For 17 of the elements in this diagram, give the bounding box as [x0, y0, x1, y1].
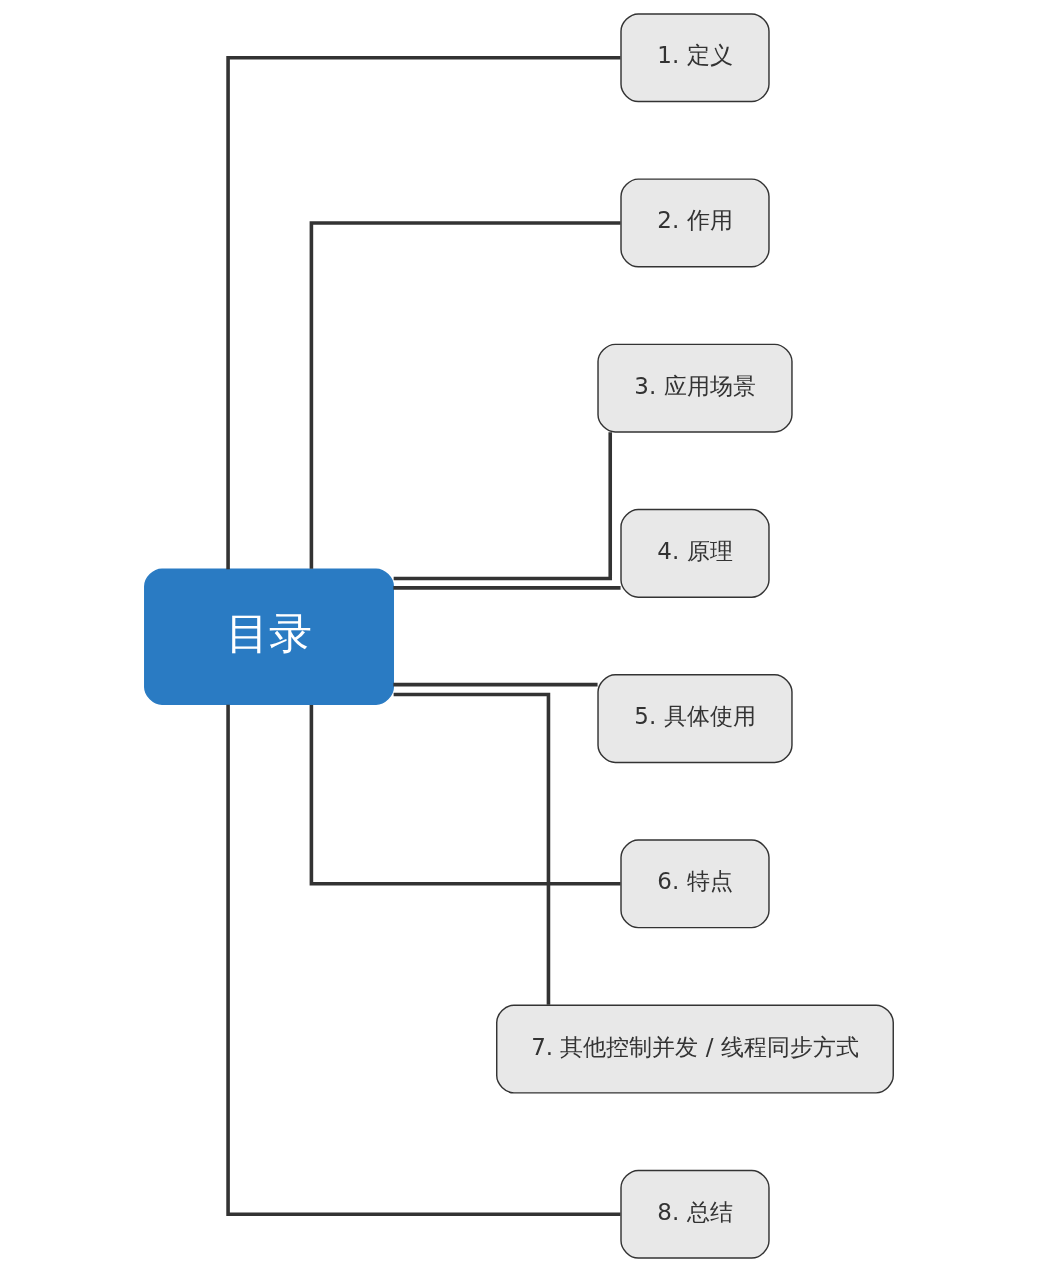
connector — [393, 692, 551, 1005]
node-box: 8. 总结 — [620, 1169, 770, 1259]
connector — [309, 704, 621, 886]
connector — [309, 221, 621, 569]
connector — [393, 432, 613, 581]
node-box: 3. 应用场景 — [597, 343, 793, 433]
node-box: 5. 具体使用 — [597, 674, 793, 764]
connector — [226, 55, 621, 570]
node-box: 1. 定义 — [620, 13, 770, 103]
connector — [393, 682, 598, 687]
connector — [393, 586, 621, 590]
node-box: 4. 原理 — [620, 508, 770, 598]
connector — [226, 704, 621, 1217]
node-box: 2. 作用 — [620, 178, 770, 268]
node-box: 6. 特点 — [620, 839, 770, 929]
node-box: 目录 — [144, 568, 394, 705]
node-box: 7. 其他控制并发 / 线程同步方式 — [496, 1004, 894, 1094]
